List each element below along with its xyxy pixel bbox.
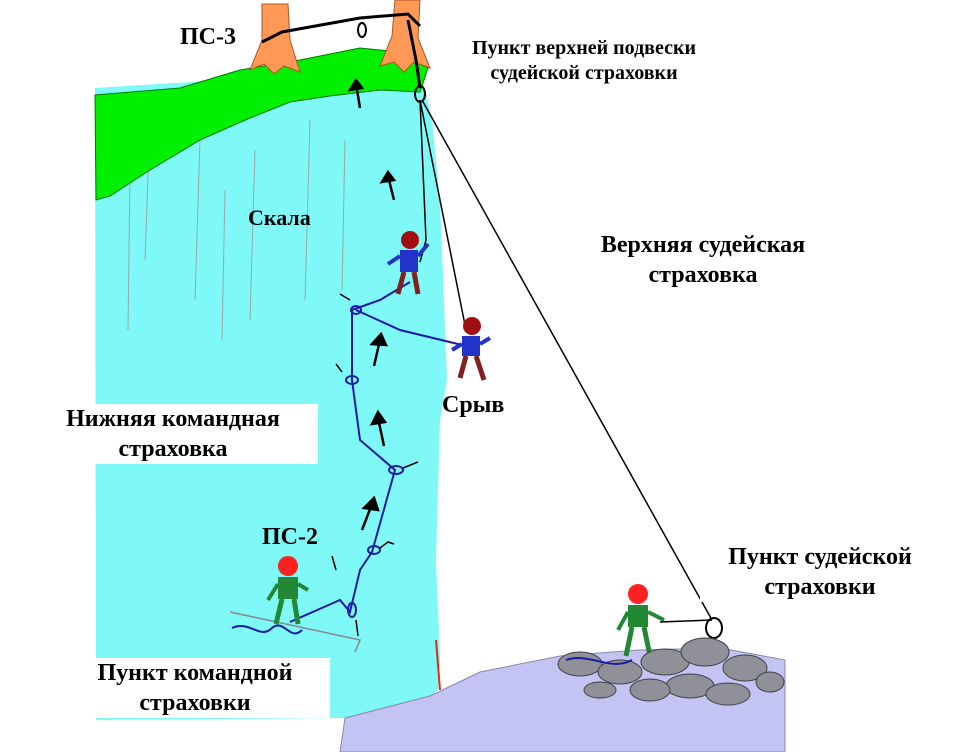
label-judge-point: Пункт судейской страховки bbox=[700, 542, 940, 602]
tree-icon bbox=[249, 3, 301, 75]
label-team-point: Пункт командной страховки bbox=[60, 658, 330, 718]
judge-rope bbox=[421, 99, 713, 621]
judge-rope-climber bbox=[419, 99, 467, 331]
label-top-anchor: Пункт верхней подвески судейской страхов… bbox=[444, 36, 724, 86]
label-upper-belay-line1: Верхняя судейская bbox=[600, 232, 806, 258]
label-top-anchor-line2: судейской страховки bbox=[490, 62, 678, 84]
label-ps2: ПС-2 bbox=[262, 524, 318, 550]
tree-icon bbox=[379, 0, 431, 73]
climber-figure bbox=[386, 231, 430, 295]
belayer-figure bbox=[266, 556, 310, 625]
label-judge-point-line1: Пункт судейской bbox=[728, 544, 912, 570]
label-fall: Срыв bbox=[442, 392, 505, 418]
rope-coil bbox=[231, 624, 303, 635]
rope-coil bbox=[565, 657, 633, 665]
carabiner-icon bbox=[705, 617, 723, 639]
label-team-point-line2: страховки bbox=[139, 690, 251, 716]
ledge bbox=[229, 611, 362, 653]
label-judge-point-line2: страховки bbox=[764, 574, 876, 600]
label-lower-belay: Нижняя командная страховка bbox=[28, 404, 318, 464]
ground-edge-red bbox=[435, 639, 441, 691]
rock-face bbox=[95, 68, 447, 720]
rock-texture bbox=[127, 119, 346, 341]
quickdraws bbox=[345, 305, 404, 618]
label-upper-belay-line2: страховка bbox=[648, 262, 758, 288]
carabiner-icon bbox=[357, 22, 367, 38]
label-lower-belay-line2: страховка bbox=[118, 436, 228, 462]
label-team-point-line1: Пункт командной bbox=[97, 660, 293, 686]
climber-figure bbox=[450, 317, 492, 381]
label-ps3: ПС-3 bbox=[180, 24, 236, 50]
belayer-figure bbox=[616, 584, 665, 657]
label-rock: Скала bbox=[248, 205, 311, 230]
label-lower-belay-line1: Нижняя командная bbox=[66, 406, 280, 432]
label-upper-belay: Верхняя судейская страховка bbox=[568, 230, 838, 290]
label-top-anchor-line1: Пункт верхней подвески bbox=[471, 37, 697, 59]
ps3-rope bbox=[261, 12, 422, 44]
team-rope bbox=[289, 281, 463, 623]
arrow-up-icon bbox=[347, 77, 397, 531]
judge-rope-climber2 bbox=[419, 99, 427, 263]
stones bbox=[557, 637, 785, 706]
